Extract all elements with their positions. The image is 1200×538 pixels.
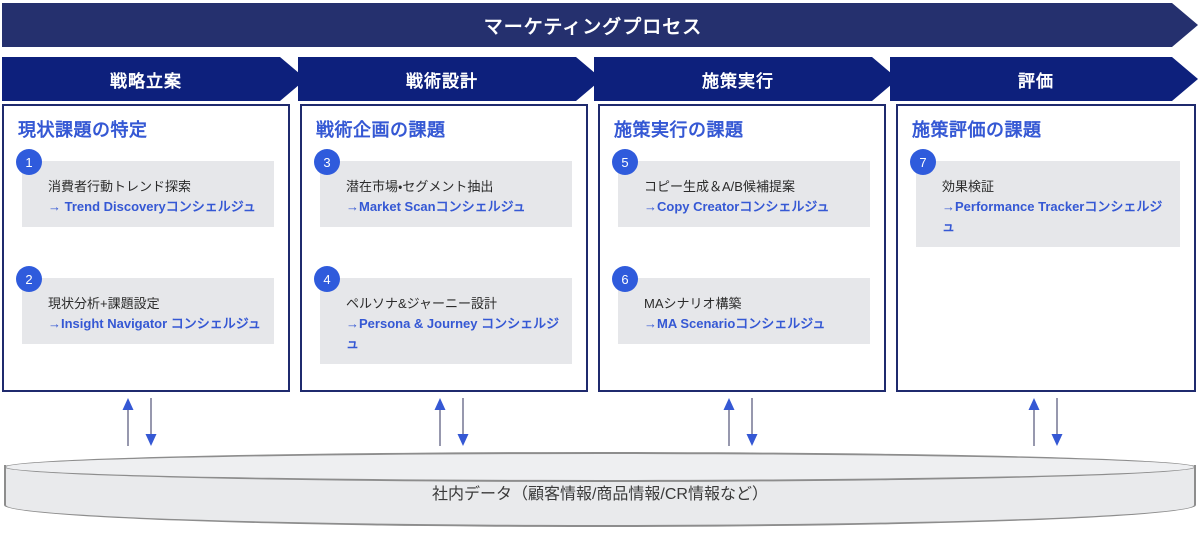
arrow-down-icon-3	[745, 398, 759, 446]
task-number-badge-7: 7	[910, 149, 936, 175]
task-main-4: →Persona & Journey コンシェルジュ	[346, 316, 560, 352]
phase-label-1: 戦略立案	[110, 71, 182, 91]
card-title-4: 施策評価の課題	[912, 120, 1042, 140]
task-item-2[interactable]: 2 現状分析+課題設定 →Insight Navigator コンシェルジュ	[16, 266, 274, 345]
phase-label-3: 施策実行	[702, 71, 774, 91]
task-sub-2: 現状分析+課題設定	[48, 296, 160, 311]
datastore-label: 社内データ（顧客情報/商品情報/CR情報など）	[431, 486, 768, 503]
task-item-7[interactable]: 7 効果検証 →Performance Trackerコンシェルジュ	[910, 149, 1180, 248]
card-title-2: 戦術企画の課題	[316, 120, 446, 140]
task-item-3[interactable]: 3 潜在市場・セグメント抽出 →Market Scanコンシェルジュ	[314, 149, 572, 228]
task-main-3: →Market Scanコンシェルジュ	[346, 199, 526, 215]
arrow-up-icon-1	[121, 398, 135, 446]
task-number-badge-5: 5	[612, 149, 638, 175]
arrow-down-icon-4	[1050, 398, 1064, 446]
task-sub-3: 潜在市場・セグメント抽出	[346, 179, 494, 194]
phase-label-2: 戦術設計	[406, 71, 478, 91]
task-main-7: →Performance Trackerコンシェルジュ	[942, 199, 1163, 235]
arrow-up-icon-3	[722, 398, 736, 446]
phase-chevron-3[interactable]: 施策実行	[594, 57, 898, 101]
cylinder-top-ellipse	[4, 452, 1196, 482]
arrow-down-icon-1	[144, 398, 158, 446]
task-sub-7: 効果検証	[942, 179, 995, 194]
phase-chevron-4[interactable]: 評価	[890, 57, 1198, 101]
arrow-down-icon-2	[456, 398, 470, 446]
task-number-badge-6: 6	[612, 266, 638, 292]
task-sub-6: MAシナリオ構築	[644, 296, 742, 311]
banner-title: マーケティングプロセス	[483, 16, 703, 38]
datastore-cylinder: 社内データ（顧客情報/商品情報/CR情報など）	[4, 452, 1196, 534]
phase-card-3: 施策実行の課題 5 コピー生成＆A/B候補提案 →Copy Creatorコンシ…	[598, 104, 886, 392]
phase-card-1: 現状課題の特定 1 消費者行動トレンド探索 → Trend Discoveryコ…	[2, 104, 290, 392]
task-number-badge-2: 2	[16, 266, 42, 292]
task-main-5: →Copy Creatorコンシェルジュ	[644, 199, 830, 215]
task-number-badge-3: 3	[314, 149, 340, 175]
phase-card-4: 施策評価の課題 7 効果検証 →Performance Trackerコンシェル…	[896, 104, 1196, 392]
phase-chevron-1[interactable]: 戦略立案	[2, 57, 306, 101]
task-item-6[interactable]: 6 MAシナリオ構築 →MA Scenarioコンシェルジュ	[612, 266, 870, 345]
task-main-1: → Trend Discoveryコンシェルジュ	[48, 199, 256, 215]
task-item-4[interactable]: 4 ペルソナ&ジャーニー設計 →Persona & Journey コンシェルジ…	[314, 266, 572, 365]
task-main-2: →Insight Navigator コンシェルジュ	[48, 316, 261, 332]
process-banner: マーケティングプロセス	[2, 3, 1198, 47]
phase-card-2: 戦術企画の課題 3 潜在市場・セグメント抽出 →Market Scanコンシェル…	[300, 104, 588, 392]
phase-chevron-2[interactable]: 戦術設計	[298, 57, 602, 101]
task-item-5[interactable]: 5 コピー生成＆A/B候補提案 →Copy Creatorコンシェルジュ	[612, 149, 870, 228]
task-number-badge-1: 1	[16, 149, 42, 175]
card-title-1: 現状課題の特定	[18, 120, 148, 140]
task-number-badge-4: 4	[314, 266, 340, 292]
task-sub-5: コピー生成＆A/B候補提案	[644, 179, 795, 194]
arrow-up-icon-2	[433, 398, 447, 446]
task-sub-1: 消費者行動トレンド探索	[48, 179, 192, 194]
task-sub-4: ペルソナ&ジャーニー設計	[346, 296, 498, 311]
task-item-1[interactable]: 1 消費者行動トレンド探索 → Trend Discoveryコンシェルジュ	[16, 149, 274, 228]
card-title-3: 施策実行の課題	[614, 120, 744, 140]
task-main-6: →MA Scenarioコンシェルジュ	[644, 316, 826, 332]
phase-chevron-row: 戦略立案 戦術設計 施策実行 評価	[2, 57, 1198, 101]
arrow-up-icon-4	[1027, 398, 1041, 446]
phase-label-4: 評価	[1018, 71, 1054, 91]
